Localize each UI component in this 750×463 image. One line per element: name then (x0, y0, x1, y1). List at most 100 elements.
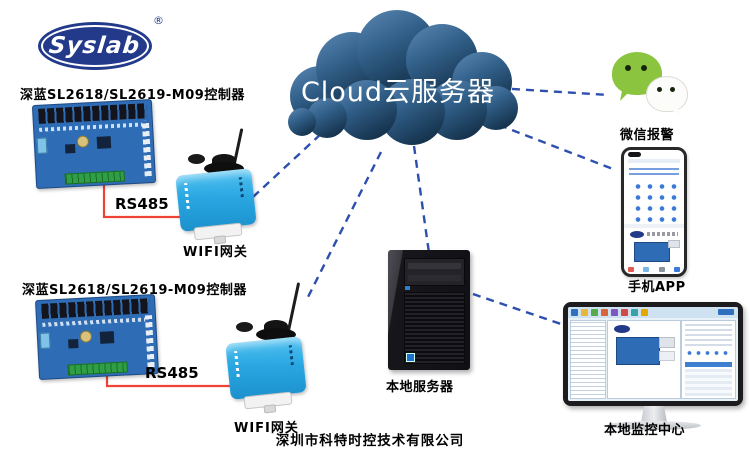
toolbar-icon (571, 309, 578, 316)
phone-camera-cutout (628, 152, 641, 157)
relay-row (41, 298, 150, 319)
toolbar-icon (611, 309, 618, 316)
table-rows (685, 369, 732, 396)
company-name: 深圳市科特时控技术有限公司 (275, 433, 465, 449)
relay-row (38, 103, 147, 124)
coil (79, 330, 93, 343)
controller-board-top (31, 98, 157, 190)
status-icons (685, 349, 732, 359)
software-status-panel (681, 320, 736, 399)
wechat-icon (612, 50, 690, 122)
dashed-links (252, 86, 614, 326)
nav-icon (643, 266, 650, 272)
toolbar-icon (601, 309, 608, 316)
software-logo (718, 309, 734, 315)
io-strip (144, 315, 155, 368)
gateway-enclosure (175, 168, 257, 232)
controller-board-bottom (34, 293, 160, 381)
io-strip (141, 120, 152, 177)
link-cloud-to-wechat (497, 86, 609, 97)
monitor-bezel (563, 302, 743, 406)
monitor-screen (568, 307, 738, 401)
toolbar-icon (621, 309, 628, 316)
rs485-label-top: RS485 (115, 195, 169, 213)
software-brand-oval (614, 325, 630, 333)
chip (68, 338, 79, 349)
controller-top-label: 深蓝SL2618/SL2619-M09控制器 (20, 88, 245, 103)
nav-icon (673, 266, 680, 272)
toolbar-icon (581, 309, 588, 316)
coil (76, 135, 90, 148)
gateway-enclosure (225, 336, 307, 400)
syslab-logo-text: Syslab (48, 33, 142, 59)
server-mesh-grille (404, 292, 465, 364)
software-remote-image (659, 351, 675, 361)
link-cloud-to-server (412, 145, 431, 254)
rs485-label-bottom: RS485 (145, 364, 199, 382)
software-board-image (616, 337, 660, 365)
toolbar-icon (641, 309, 648, 316)
app-brand-text (647, 232, 678, 236)
power-terminal (39, 332, 51, 349)
app-keypad-thumbnail (668, 240, 680, 248)
wechat-eye (641, 65, 647, 71)
pin-strip (39, 122, 148, 132)
server-logo-badge (406, 353, 415, 362)
app-divider (624, 224, 684, 228)
mcu-chip (99, 331, 115, 344)
wechat-eye (625, 65, 631, 71)
monitor-stand-neck (641, 406, 667, 422)
software-main-panel (607, 320, 681, 399)
link-cloud-to-gateway-bottom (305, 151, 383, 300)
mobile-phone (621, 147, 687, 277)
gateway-top-label: WIFI网关 (183, 245, 248, 260)
app-header-bar (628, 159, 680, 163)
link-rs485-top (102, 182, 186, 219)
server-power-led (405, 286, 410, 290)
monitoring-workstation (563, 302, 745, 434)
mcu-chip (96, 136, 112, 149)
nav-icon (628, 266, 634, 272)
software-toolbar (568, 307, 738, 318)
power-terminal (36, 137, 48, 154)
cloud-server-label: Cloud云服务器 (300, 77, 496, 108)
wechat-eye (657, 87, 662, 92)
monitor-stand-base (607, 421, 701, 430)
server-drive-bay (404, 258, 465, 286)
mobile-app-label: 手机APP (628, 280, 686, 295)
wifi-gateway-top (172, 126, 264, 246)
controller-bottom-label: 深蓝SL2618/SL2619-M09控制器 (22, 283, 247, 298)
gateway-bottom-label: WIFI网关 (234, 421, 299, 436)
app-stats-rows (629, 166, 679, 175)
pin-strip (42, 317, 151, 327)
wechat-alert-label: 微信报警 (620, 128, 675, 143)
wifi-gateway-bottom (222, 282, 317, 417)
link-gateway-top-to-cloud (252, 131, 324, 198)
syslab-logo: Syslab ® (38, 14, 164, 70)
monitor-center-label: 本地监控中心 (604, 423, 686, 438)
table-header (685, 362, 732, 367)
local-server-tower (388, 250, 470, 370)
wechat-eye (670, 87, 675, 92)
antenna-cable (236, 322, 253, 332)
registered-trademark-mark: ® (153, 14, 164, 27)
chip (64, 143, 76, 154)
toolbar-icon (631, 309, 638, 316)
app-board-thumbnail (634, 242, 670, 262)
software-device-tree (570, 320, 606, 399)
local-server-label: 本地服务器 (386, 380, 454, 395)
rs485-links (102, 182, 232, 388)
wechat-bubble-small (646, 76, 688, 112)
syslab-logo-oval: Syslab (38, 22, 152, 70)
link-rs485-bottom (105, 372, 232, 388)
link-cloud-to-phone (485, 118, 614, 171)
status-rows (685, 324, 732, 346)
rs485-terminal (67, 361, 128, 376)
antenna-mast (286, 282, 300, 332)
software-keypad-image (659, 337, 675, 348)
app-bottom-nav (628, 266, 680, 272)
cloud-shape (288, 10, 518, 145)
antenna-cable (188, 154, 205, 164)
